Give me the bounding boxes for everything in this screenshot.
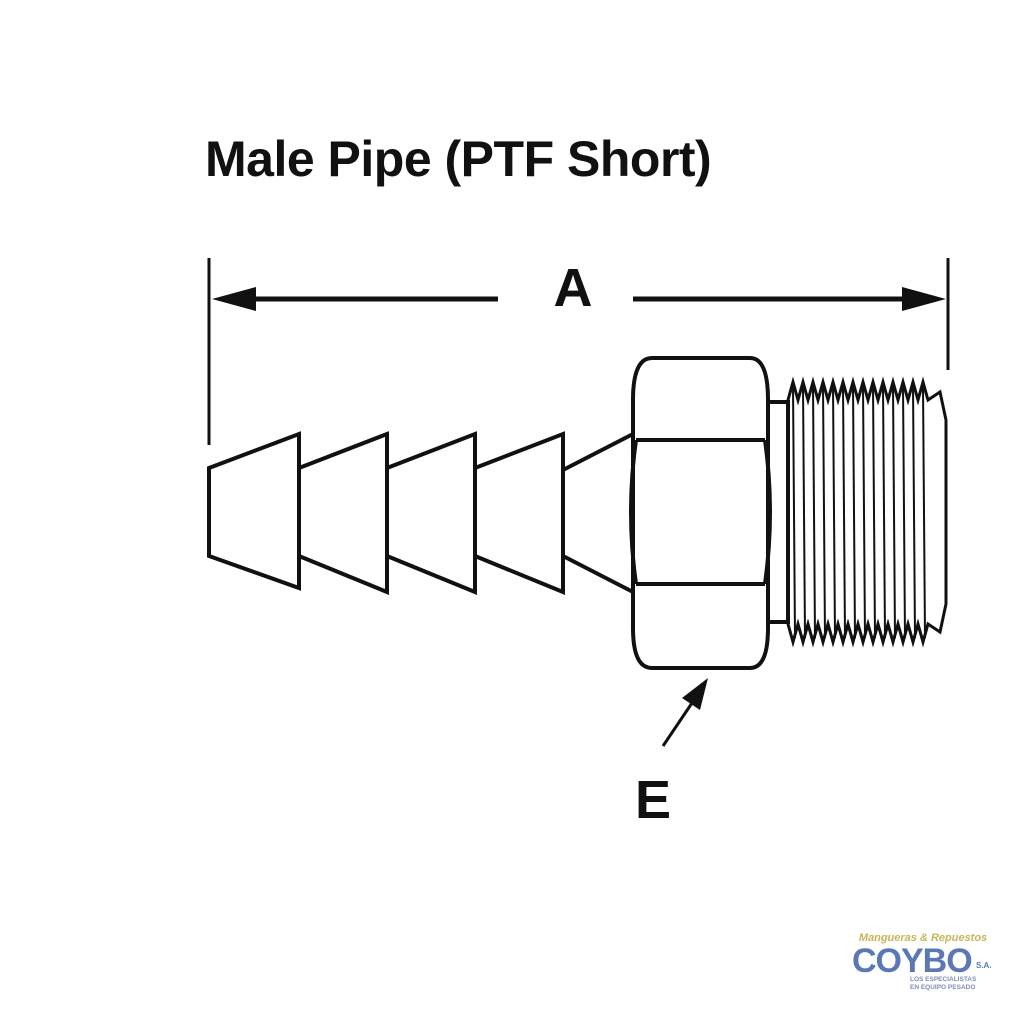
thread-crest-line xyxy=(882,385,886,639)
thread-crest-line xyxy=(912,385,916,639)
logo-wordmark: COYBO xyxy=(852,942,972,976)
barb-ridge-3 xyxy=(385,431,477,595)
thread-crest-line xyxy=(812,385,816,639)
hex-face-mid xyxy=(629,439,638,585)
logo-tagline-bottom-line-2: EN EQUIPO PESADO xyxy=(910,984,976,991)
thread-crest-line xyxy=(862,385,866,639)
thread-crest-line xyxy=(872,385,876,639)
barb-shank-bottom xyxy=(562,554,634,594)
hex-nut xyxy=(629,356,772,670)
logo-wordmark-graphic: COYBO S.A. xyxy=(852,942,992,976)
barb-ridge-2 xyxy=(297,431,389,595)
thread-crest-line xyxy=(892,385,896,639)
thread-crest-line xyxy=(902,385,906,639)
diagram-title: Male Pipe (PTF Short) xyxy=(205,131,712,187)
logo-suffix: S.A. xyxy=(976,961,992,970)
barb-ridge-1 xyxy=(207,431,301,591)
thread-crest-line xyxy=(852,385,856,639)
dimension-e-leader xyxy=(661,678,708,747)
thread-crest-line xyxy=(802,385,806,639)
leader-line-e xyxy=(661,699,696,747)
dimension-a xyxy=(207,258,950,445)
barb-shank xyxy=(562,432,634,472)
male-pipe-thread xyxy=(786,376,948,648)
logo-tagline-bottom: LOS ESPECIALISTAS EN EQUIPO PESADO xyxy=(910,976,976,992)
hex-outline xyxy=(631,356,770,670)
thread-crest-line xyxy=(822,385,826,639)
logo-tagline-bottom-line-1: LOS ESPECIALISTAS xyxy=(910,976,977,983)
thread-crest-line xyxy=(842,385,846,639)
thread-crest-line xyxy=(792,385,796,639)
barb-ridge-4 xyxy=(473,431,565,595)
thread-crest-line xyxy=(922,385,926,639)
arrowhead-right xyxy=(902,287,946,311)
company-logo: Mangueras & Repuestos COYBO S.A. LOS ESP… xyxy=(848,932,998,994)
hose-barb xyxy=(207,431,634,595)
arrowhead-left xyxy=(212,287,256,311)
thread-crest-line xyxy=(832,385,836,639)
label-a-background xyxy=(520,258,615,328)
logo-tagline-top: Mangueras & Repuestos xyxy=(858,932,988,944)
leader-arrowhead-e xyxy=(682,678,708,710)
dimension-label-a: A xyxy=(554,258,593,318)
dimension-label-e: E xyxy=(635,770,671,830)
